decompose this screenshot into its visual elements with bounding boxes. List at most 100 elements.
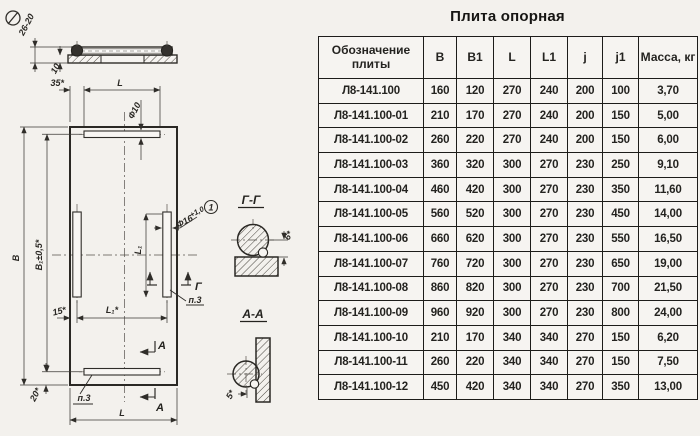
dim-L1: L₁ <box>133 246 143 255</box>
table-cell: 150 <box>602 102 639 129</box>
table-cell: 700 <box>602 275 639 302</box>
table-cell: 660 <box>423 226 457 252</box>
col-L: L <box>493 36 531 79</box>
balloon-circle <box>203 199 219 215</box>
table-cell: 270 <box>567 374 603 400</box>
table-cell: 230 <box>567 275 603 302</box>
table-cell: 100 <box>602 78 639 104</box>
table-cell: 300 <box>493 152 531 178</box>
table-cell: 620 <box>456 226 494 252</box>
table-cell: 300 <box>493 201 531 228</box>
table-header-row: Обозначение плиты В В1 L L1 j j1 Масса, … <box>318 36 698 79</box>
table-cell: 270 <box>493 127 531 154</box>
table-cell: 460 <box>423 176 457 203</box>
table-cell: 340 <box>530 349 568 376</box>
table-cell: 24,00 <box>638 300 698 326</box>
table-cell: Л8-141.100-10 <box>318 324 424 351</box>
table-cell: 150 <box>602 324 639 351</box>
table-cell: 820 <box>456 275 494 302</box>
col-B: В <box>423 36 457 79</box>
table-cell: 360 <box>423 152 457 178</box>
table-cell: 550 <box>602 226 639 252</box>
col-B1: В1 <box>456 36 494 79</box>
dim-phi10: Ф10 <box>126 101 143 121</box>
table-cell: 320 <box>456 152 494 178</box>
table-cell: 230 <box>567 201 603 228</box>
table-cell: 300 <box>493 176 531 203</box>
side-view: 26-20 10 <box>16 12 178 75</box>
table-cell: 260 <box>423 349 457 376</box>
table-cell: Л8-141.100 <box>318 78 424 104</box>
table-cell: 19,00 <box>638 250 698 277</box>
section-letter-A-bottom: А <box>155 402 164 414</box>
table-cell: 270 <box>493 102 531 129</box>
table-cell: Л8-141.100-05 <box>318 201 424 228</box>
table-cell: Л8-141.100-01 <box>318 102 424 129</box>
dim-B1: В₁±0,5* <box>34 239 44 270</box>
table-cell: 240 <box>530 102 568 129</box>
table-cell: 200 <box>567 127 603 154</box>
table-cell: 170 <box>456 102 494 129</box>
balloon-number: 1 <box>208 203 213 213</box>
table-cell: 340 <box>493 374 531 400</box>
table-cell: 350 <box>602 176 639 203</box>
table-cell: Л8-141.100-08 <box>318 275 424 302</box>
dim-B: В <box>11 254 21 261</box>
table-cell: Л8-141.100-04 <box>318 176 424 203</box>
table-cell: 420 <box>456 176 494 203</box>
note-p3-bottom: п.3 <box>77 393 90 403</box>
table-cell: 11,60 <box>638 176 698 203</box>
table-cell: 340 <box>493 324 531 351</box>
circle-slash-symbol <box>5 10 21 26</box>
col-designation: Обозначение плиты <box>318 36 424 79</box>
plate-dimensions-table: Обозначение плиты В В1 L L1 j j1 Масса, … <box>318 36 698 400</box>
table-cell: 270 <box>567 349 603 376</box>
table-cell: 450 <box>602 201 639 228</box>
table-cell: 170 <box>456 324 494 351</box>
section-GG-title: Г-Г <box>242 193 261 207</box>
table-cell: 270 <box>530 300 568 326</box>
table-cell: 960 <box>423 300 457 326</box>
table-cell: 3,70 <box>638 78 698 104</box>
table-cell: 6,00 <box>638 127 698 154</box>
table-cell: 560 <box>423 201 457 228</box>
table-cell: Л8-141.100-03 <box>318 152 424 178</box>
page-title: Плита опорная <box>450 8 565 25</box>
section-letter-G: Г <box>195 281 203 293</box>
table-cell: 210 <box>423 324 457 351</box>
table-cell: 230 <box>567 152 603 178</box>
table-cell: 9,10 <box>638 152 698 178</box>
table-cell: 800 <box>602 300 639 326</box>
table-cell: 300 <box>493 300 531 326</box>
table-cell: 230 <box>567 250 603 277</box>
table-cell: Л8-141.100-09 <box>318 300 424 326</box>
note-p3-right: п.3 <box>188 295 201 305</box>
technical-drawing: 26-20 10 <box>5 10 295 425</box>
table-cell: Л8-141.100-11 <box>318 349 424 376</box>
table-cell: 720 <box>456 250 494 277</box>
table-cell: 760 <box>423 250 457 277</box>
table-cell: 300 <box>493 226 531 252</box>
table-cell: 240 <box>530 78 568 104</box>
table-cell: 270 <box>530 250 568 277</box>
table-cell: 230 <box>567 226 603 252</box>
table-cell: 270 <box>530 226 568 252</box>
table-cell: 860 <box>423 275 457 302</box>
table-cell: 300 <box>493 250 531 277</box>
table-cell: 350 <box>602 374 639 400</box>
section-AA-title: А-А <box>241 307 263 321</box>
table-cell: Л8-141.100-07 <box>318 250 424 277</box>
plan-view: 35* L Ф10 В В₁±0,5* 15* L₁* <box>11 78 219 425</box>
col-j: j <box>567 36 603 79</box>
table-cell: 210 <box>423 102 457 129</box>
dim-phi16-tolerance: +1,0 <box>188 204 206 219</box>
